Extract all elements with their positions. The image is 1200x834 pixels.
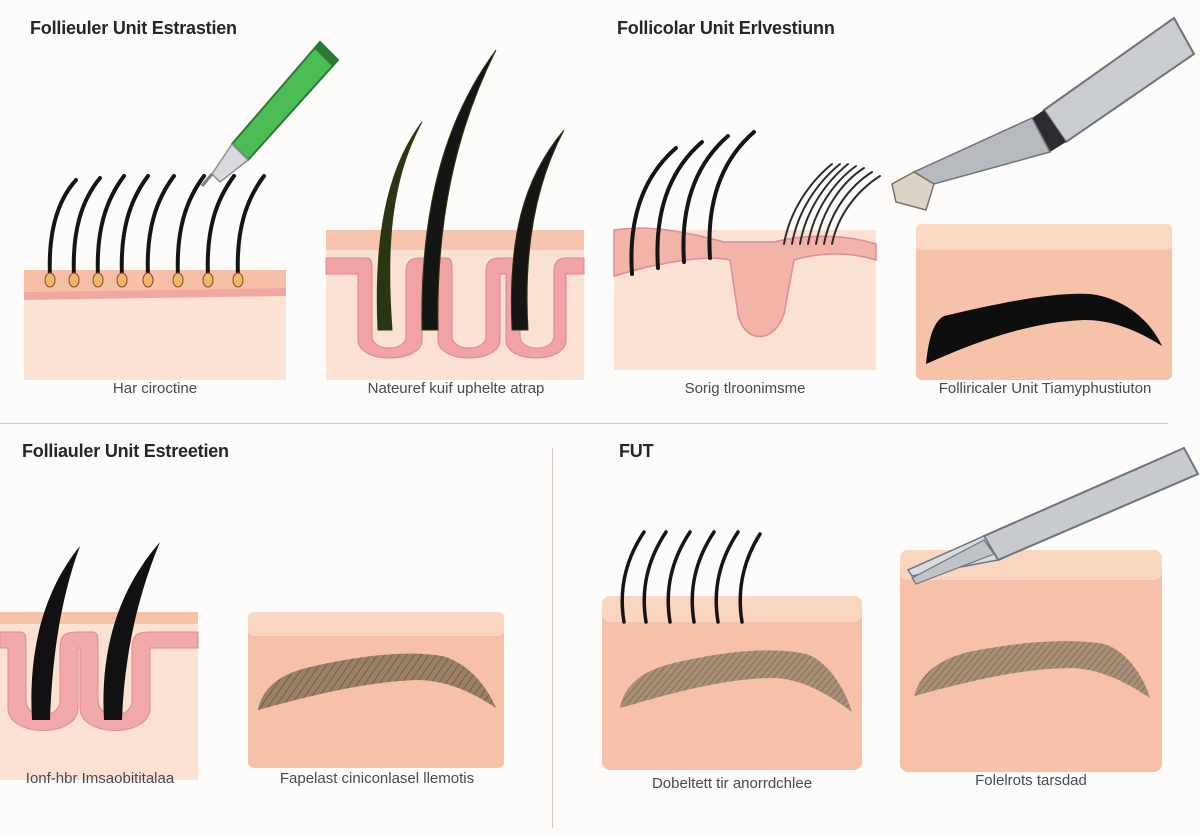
panel-bottom-follicles (0, 542, 199, 780)
panel-strip-harvest (613, 16, 1196, 370)
section-divider-vertical (552, 448, 553, 828)
hair-strands (376, 49, 565, 331)
hair-strands (620, 530, 762, 624)
panel-hair-structure (24, 40, 340, 380)
caption-panel-3: Sorig tlroonimsme (684, 380, 806, 397)
hair-row (47, 174, 266, 278)
title-bottom-right: FUT (619, 441, 654, 461)
panel-bottom-tweezers (900, 446, 1200, 772)
caption-panel-6: Fapelast ciniconlasel llemotis (279, 770, 475, 787)
title-top-left: Follieuler Unit Estrastien (30, 18, 237, 38)
panel-unit-transplant (916, 224, 1172, 380)
caption-panel-8: Folelrots tarsdad (975, 772, 1087, 789)
caption-panel-1: Har ciroctine (112, 380, 198, 397)
panel-bottom-fut-hairs (602, 530, 862, 770)
comb-brush-icon (783, 163, 881, 245)
title-top-right: Follicolar Unit Erlvestiunn (617, 18, 835, 38)
panel-bottom-brow-textured (248, 612, 504, 768)
caption-panel-2: Nateuref kuif uphelte atrap (367, 380, 545, 397)
hair-strands (31, 542, 160, 720)
title-bottom-left: Folliauler Unit Estreetien (22, 441, 229, 461)
tweezers-icon (906, 446, 1200, 585)
green-pen-icon (200, 40, 340, 187)
hair-strands (629, 130, 756, 276)
eyebrow-solid (926, 293, 1162, 364)
caption-panel-4: Folliricaler Unit Tiamyphustiuton (938, 380, 1152, 397)
panel-natural-strip (325, 49, 585, 380)
caption-panel-7: Dobeltett tir anorrdchlee (651, 775, 813, 792)
follicle-bulbs (44, 272, 244, 288)
caption-panel-5: Ionf-hbr Imsaobititalaa (25, 770, 175, 787)
section-divider-horizontal (0, 423, 1168, 424)
metal-tool-icon (891, 16, 1196, 211)
